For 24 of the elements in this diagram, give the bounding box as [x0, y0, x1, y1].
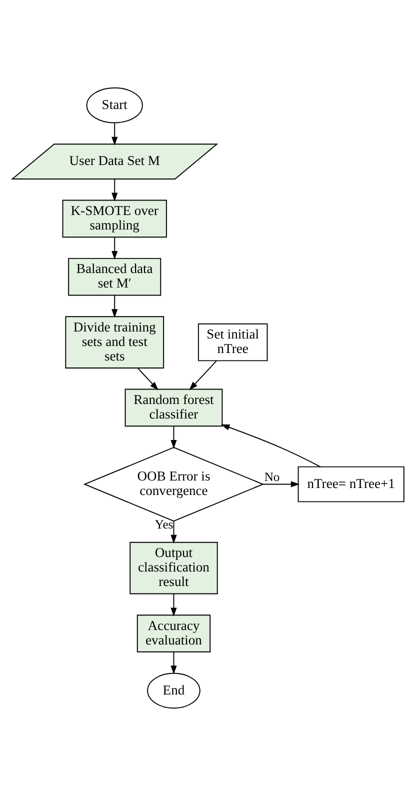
node-box: K-SMOTE over sampling: [62, 199, 167, 238]
node-ellipse: Start: [86, 86, 143, 123]
arrow: [220, 424, 321, 467]
node-ellipse: End: [147, 672, 200, 708]
arrow: [170, 650, 177, 674]
node-box: Random forest classifier: [124, 388, 223, 426]
arrow: [170, 520, 177, 544]
arrow: [170, 425, 177, 448]
edge-label: No: [264, 469, 280, 484]
arrow: [170, 592, 177, 616]
node-box: Balanced data set M′: [68, 257, 162, 296]
node-diamond: OOB Error is convergence: [83, 446, 264, 522]
arrow: [112, 122, 118, 146]
node-box: nTree= nTree+1: [298, 466, 404, 502]
node-box: Divide training sets and test sets: [65, 316, 164, 368]
arrow: [137, 366, 158, 390]
node-box: Set initial nTree: [198, 322, 268, 361]
arrow: [112, 236, 118, 260]
arrow: [112, 178, 118, 201]
arrow: [262, 480, 300, 487]
node-box: Output classification result: [130, 541, 218, 594]
arrow: [112, 294, 118, 318]
arrow: [189, 360, 217, 390]
node-box: Accuracy evaluation: [136, 614, 211, 652]
